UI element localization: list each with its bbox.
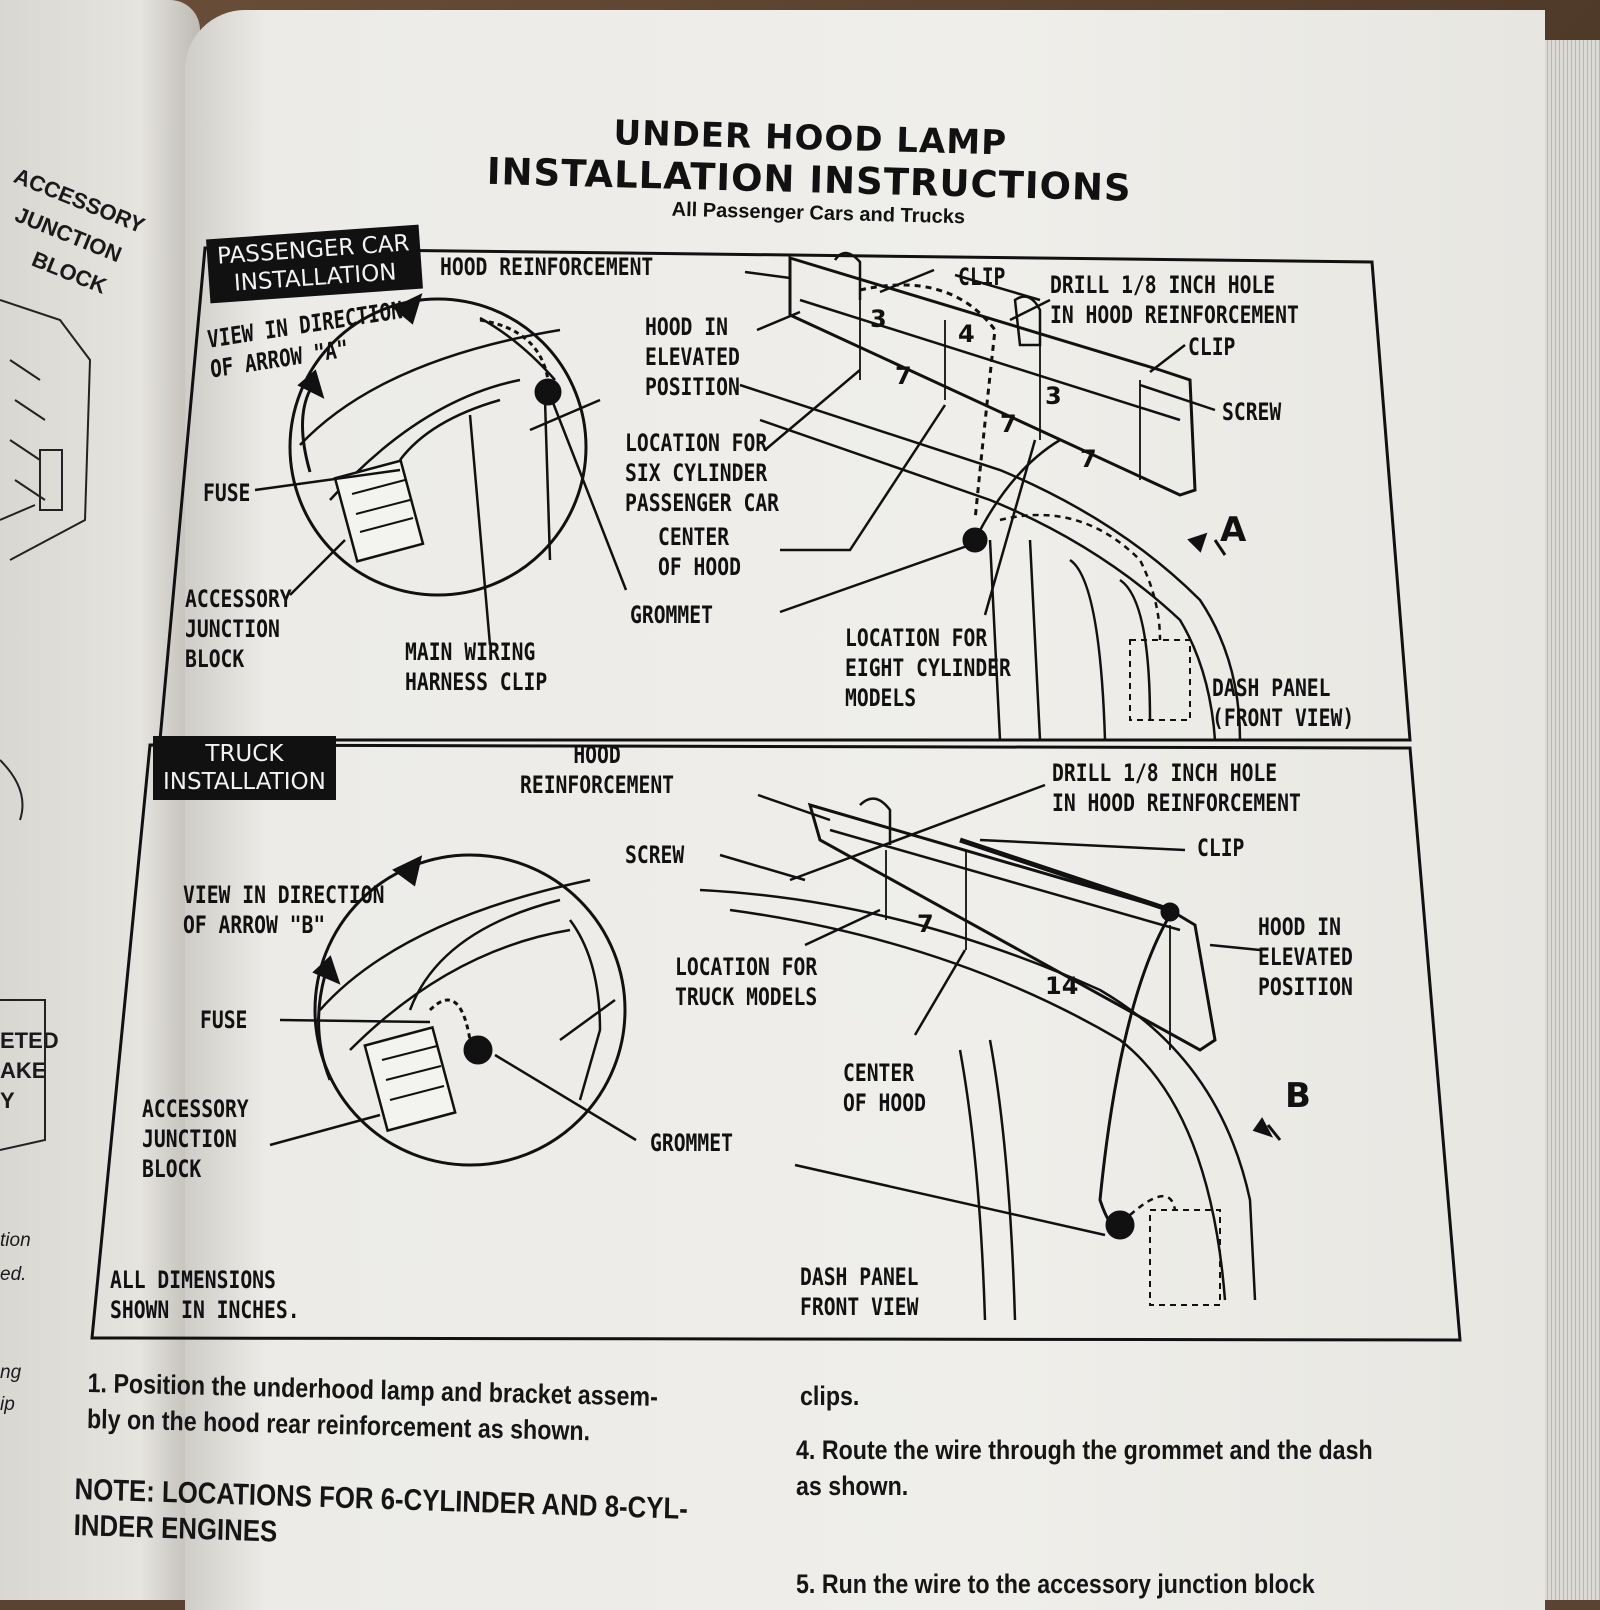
truck-installation-tag: TRUCK INSTALLATION [153, 736, 336, 800]
page-stack-edge [1540, 40, 1600, 1600]
passenger-panel-frame [158, 246, 1412, 742]
instruction-step-5-partial: 5. Run the wire to the accessory junctio… [796, 1569, 1315, 1599]
left-fragment-7: tion [0, 1230, 31, 1251]
left-page-drawing [0, 299, 92, 1151]
label-accessory-junction-block: ACCESSORY JUNCTION BLOCK [185, 585, 292, 673]
left-fragment-8: ed. [0, 1264, 27, 1285]
truck-label-dash-panel-front-view: DASH PANEL FRONT VIEW [800, 1263, 919, 1321]
label-fuse: FUSE [203, 479, 251, 507]
label-clip-top: CLIP [958, 263, 1006, 291]
left-fragment-6: Y [0, 1088, 15, 1113]
left-fragment-4: ETED [0, 1028, 59, 1053]
truck-label-hood-elevated: HOOD IN ELEVATED POSITION [1258, 913, 1353, 1001]
left-fragment-5: AKE [0, 1058, 47, 1083]
truck-label-grommet: GROMMET [650, 1129, 733, 1157]
truck-label-view-direction-b: VIEW IN DIRECTION OF ARROW "B" [183, 881, 385, 939]
truck-label-screw: SCREW [625, 841, 685, 869]
left-page: ACCESSORY JUNCTION BLOCK ETED AKE Y tion… [0, 0, 200, 1600]
dimension-3-top: 3 [870, 305, 887, 333]
dimension-7-first: 7 [895, 362, 912, 390]
truck-panel-frame [90, 743, 1462, 1342]
label-hood-elevated: HOOD IN ELEVATED POSITION [645, 313, 740, 401]
instruction-step-4: 4. Route the wire through the grommet an… [796, 1435, 1373, 1501]
truck-label-location-truck-models: LOCATION FOR TRUCK MODELS [675, 953, 818, 1011]
truck-label-hood-reinforcement: HOOD REINFORCEMENT [520, 741, 675, 799]
truck-label-clip: CLIP [1197, 834, 1245, 862]
dimension-3-right: 3 [1045, 382, 1062, 410]
label-six-cylinder: LOCATION FOR SIX CYLINDER PASSENGER CAR [625, 429, 780, 517]
truck-dimension-14: 14 [1045, 972, 1079, 1000]
instruction-column2-clips: clips. [800, 1381, 860, 1411]
truck-label-drill-hole: DRILL 1/8 INCH HOLE IN HOOD REINFORCEMEN… [1052, 759, 1301, 817]
truck-label-accessory-junction-block: ACCESSORY JUNCTION BLOCK [142, 1095, 249, 1183]
label-all-dimensions-in-inches: ALL DIMENSIONS SHOWN IN INCHES. [110, 1266, 300, 1324]
truck-dimension-7: 7 [917, 910, 934, 938]
dimension-4: 4 [958, 320, 975, 348]
label-screw: SCREW [1222, 398, 1282, 426]
arrow-letter-b: B [1285, 1076, 1311, 1116]
instruction-step-1: 1. Position the underhood lamp and brack… [86, 1367, 659, 1447]
label-center-of-hood: CENTER OF HOOD [658, 523, 741, 581]
label-grommet: GROMMET [630, 601, 713, 629]
truck-label-center-of-hood: CENTER OF HOOD [843, 1059, 926, 1117]
truck-inset-circle [313, 853, 627, 1167]
label-eight-cylinder: LOCATION FOR EIGHT CYLINDER MODELS [845, 624, 1011, 712]
passenger-inset-circle [288, 297, 588, 597]
label-hood-reinforcement: HOOD REINFORCEMENT [440, 253, 654, 281]
dimension-7-third: 7 [1080, 445, 1097, 473]
label-drill-hole: DRILL 1/8 INCH HOLE IN HOOD REINFORCEMEN… [1050, 271, 1299, 329]
left-fragment-9: ng [0, 1362, 22, 1383]
label-dash-panel-front-view: DASH PANEL (FRONT VIEW) [1212, 674, 1355, 732]
dimension-7-second: 7 [1000, 410, 1017, 438]
label-main-wiring-harness-clip: MAIN WIRING HARNESS CLIP [405, 638, 548, 696]
truck-label-fuse: FUSE [200, 1006, 248, 1034]
arrow-letter-a: A [1220, 510, 1247, 550]
left-fragment-10: ip [0, 1394, 15, 1415]
label-clip-right: CLIP [1188, 333, 1236, 361]
